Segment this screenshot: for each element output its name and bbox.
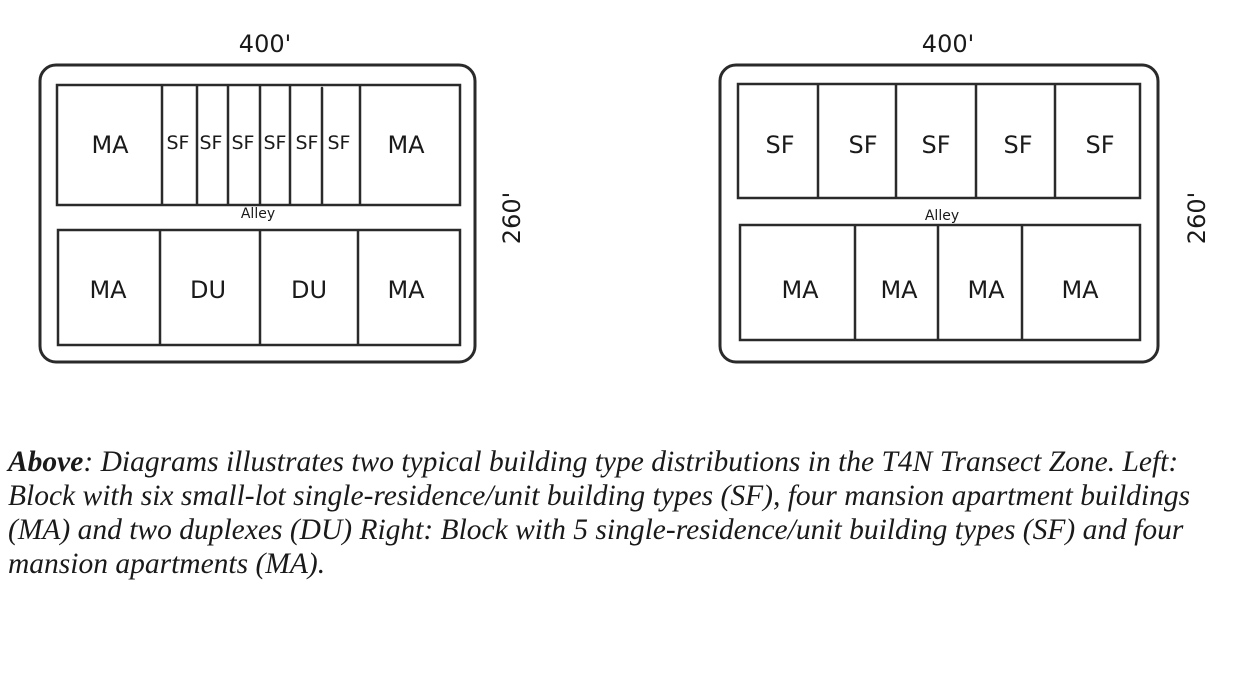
lot-label: MA xyxy=(1061,276,1099,304)
block-diagrams: 400' 260' Alley MA SF SF SF SF SF SF MA … xyxy=(38,30,1211,364)
lot-label: MA xyxy=(781,276,819,304)
lot-label: MA xyxy=(967,276,1005,304)
left-alley-label: Alley xyxy=(241,206,275,222)
lot-label: DU xyxy=(190,276,226,304)
left-top-lot-lines xyxy=(55,83,462,207)
lot-label: MA xyxy=(387,276,425,304)
lot-label: MA xyxy=(387,131,425,159)
right-block-outline xyxy=(718,63,1160,364)
caption-lead: Above xyxy=(8,446,84,478)
lot-label: SF xyxy=(167,132,190,154)
lot-label: MA xyxy=(880,276,918,304)
right-width-label: 400' xyxy=(922,30,974,58)
right-top-lot-lines xyxy=(736,82,1142,200)
lot-label: SF xyxy=(1085,131,1114,159)
lot-label: SF xyxy=(1003,131,1032,159)
right-height-label: 260' xyxy=(1183,192,1211,244)
lot-label: MA xyxy=(91,131,129,159)
right-alley-label: Alley xyxy=(925,208,959,224)
caption-text: : Diagrams illustrates two typical build… xyxy=(8,446,1191,580)
left-height-label: 260' xyxy=(498,192,526,244)
lot-label: SF xyxy=(200,132,223,154)
left-bottom-lot-lines xyxy=(56,228,462,347)
left-block-diagram: 400' 260' Alley MA SF SF SF SF SF SF MA … xyxy=(38,30,526,364)
lot-label: SF xyxy=(328,132,351,154)
right-bottom-lot-lines xyxy=(738,223,1142,342)
right-block-diagram: 400' 260' Alley SF SF SF SF SF MA MA MA … xyxy=(718,30,1211,364)
lot-label: SF xyxy=(765,131,794,159)
left-block-outline xyxy=(38,63,477,364)
lot-label: SF xyxy=(848,131,877,159)
lot-label: MA xyxy=(89,276,127,304)
lot-label: SF xyxy=(921,131,950,159)
lot-label: SF xyxy=(232,132,255,154)
figure-caption: Above: Diagrams illustrates two typical … xyxy=(8,445,1248,581)
lot-label: SF xyxy=(296,132,319,154)
lot-label: SF xyxy=(264,132,287,154)
left-width-label: 400' xyxy=(239,30,291,58)
lot-label: DU xyxy=(291,276,327,304)
